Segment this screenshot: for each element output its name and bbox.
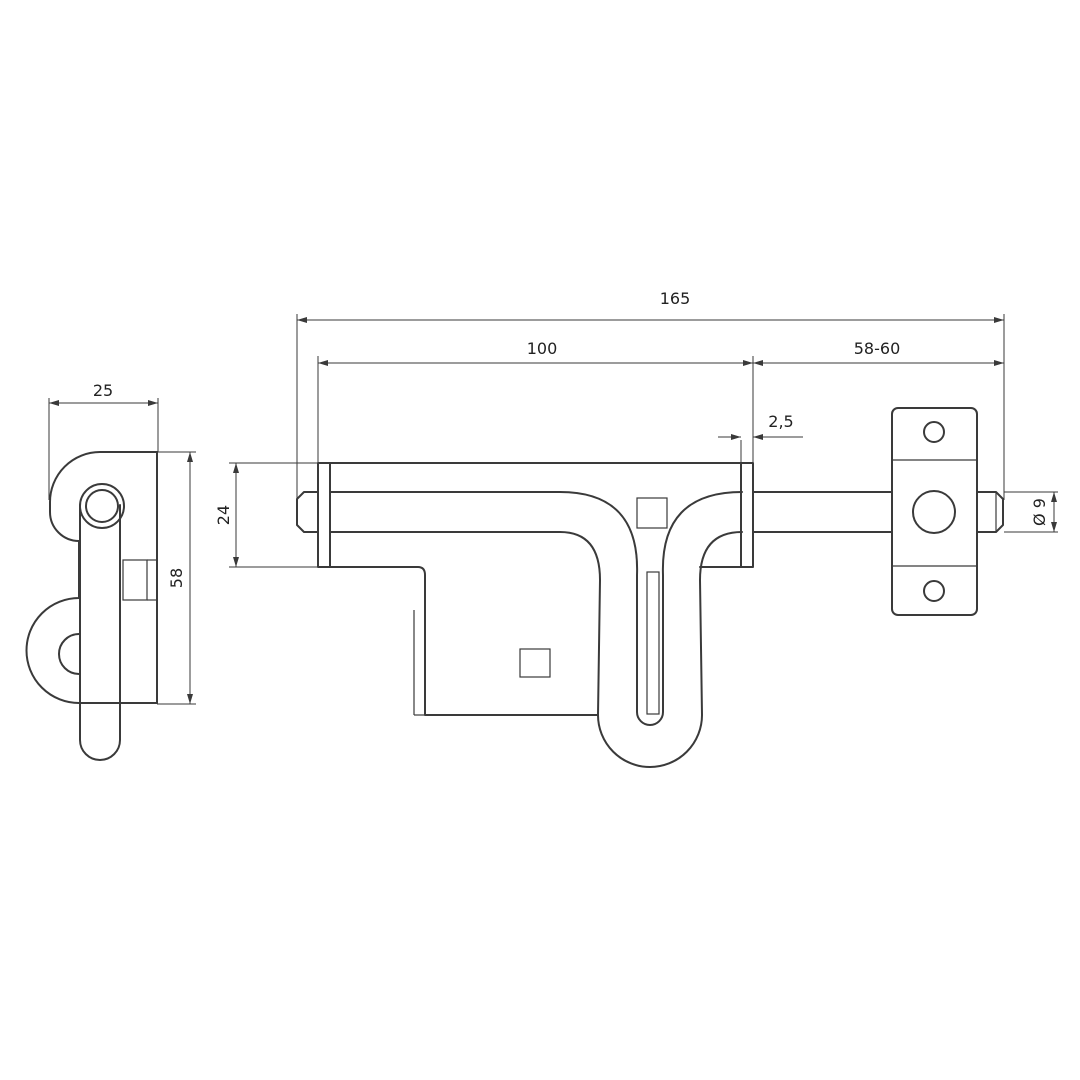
side-loop-hole <box>58 633 80 675</box>
keeper <box>891 407 978 616</box>
mount-hole-lower <box>519 648 551 678</box>
dim-side-height: 58 <box>167 568 186 588</box>
dim-overall-length: 165 <box>660 289 691 308</box>
plate-end-right <box>740 462 754 568</box>
bolt-rod <box>296 491 319 533</box>
dim-bolt-projection: 58-60 <box>854 339 901 358</box>
dim-plate-length: 100 <box>527 339 558 358</box>
keeper-screw-hole-top <box>923 421 945 443</box>
guide-slot <box>646 571 660 715</box>
dim-plate-thickness: 2,5 <box>768 412 793 431</box>
plate-end-left <box>317 462 331 568</box>
bolt-tip <box>976 491 1004 533</box>
side-handle <box>79 504 121 761</box>
keeper-bolt-hole <box>912 490 956 534</box>
side-view: 25 58 <box>25 381 196 761</box>
side-guide <box>122 559 148 601</box>
bolt-handle-inner <box>559 491 743 726</box>
mount-hole-upper <box>636 497 668 529</box>
dim-plate-height: 24 <box>214 505 233 525</box>
front-view <box>296 407 1004 768</box>
dim-side-width: 25 <box>93 381 113 400</box>
dim-bolt-diameter: Ø 9 <box>1030 498 1049 526</box>
front-dimensions: 165 100 58-60 2,5 24 Ø 9 <box>214 289 1058 568</box>
keeper-screw-hole-bottom <box>923 580 945 602</box>
bolt-handle <box>330 531 743 768</box>
plate-lower-wing <box>329 566 599 716</box>
side-bolt-outer <box>79 483 125 529</box>
side-plate <box>25 451 158 704</box>
side-bolt-inner <box>85 489 119 523</box>
